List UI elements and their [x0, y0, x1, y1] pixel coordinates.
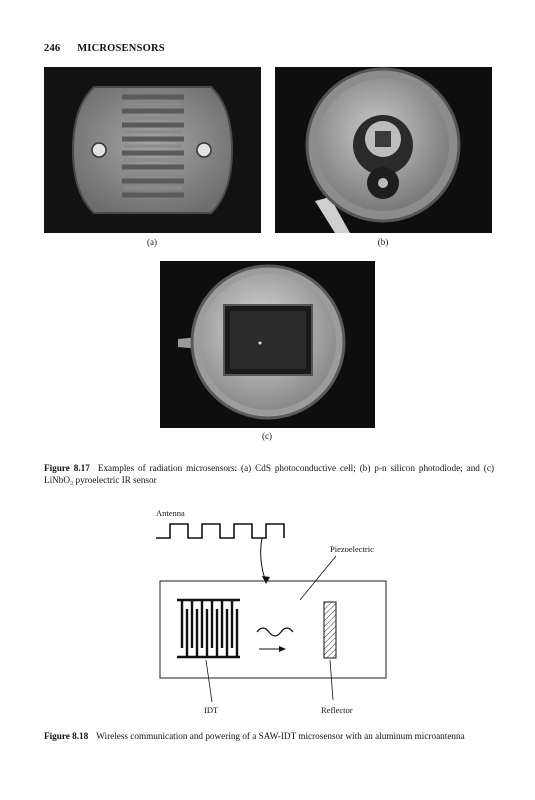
photo-photodiode [275, 67, 492, 233]
caption-text: Wireless communication and powering of a… [96, 731, 465, 741]
caption-label: Figure 8.17 [44, 463, 90, 473]
antenna-waveform [156, 523, 285, 539]
reflector-label: Reflector [321, 705, 353, 715]
caption-label: Figure 8.18 [44, 731, 89, 741]
sublabel-c: (c) [262, 431, 272, 441]
idt-electrodes [177, 598, 240, 659]
wave-symbol [256, 627, 294, 637]
idt-label: IDT [204, 705, 219, 715]
page-number: 246 [44, 43, 61, 54]
antenna-label: Antenna [156, 508, 185, 518]
piezoelectric-substrate [159, 580, 387, 679]
running-header: 246 MICROSENSORS [44, 43, 165, 54]
antenna-lead [260, 537, 267, 583]
piezoelectric-label: Piezoelectric [330, 544, 374, 554]
figure-8-18-caption: Figure 8.18 Wireless communication and po… [44, 730, 494, 742]
sublabel-a: (a) [147, 237, 157, 247]
running-title: MICROSENSORS [77, 43, 165, 54]
caption-text: Examples of radiation microsensors: (a) … [44, 463, 494, 485]
photo-pyroelectric-sensor [160, 261, 375, 428]
sublabel-b: (b) [377, 237, 389, 247]
reflector-element [323, 601, 337, 659]
photo-cds-cell [44, 67, 261, 233]
